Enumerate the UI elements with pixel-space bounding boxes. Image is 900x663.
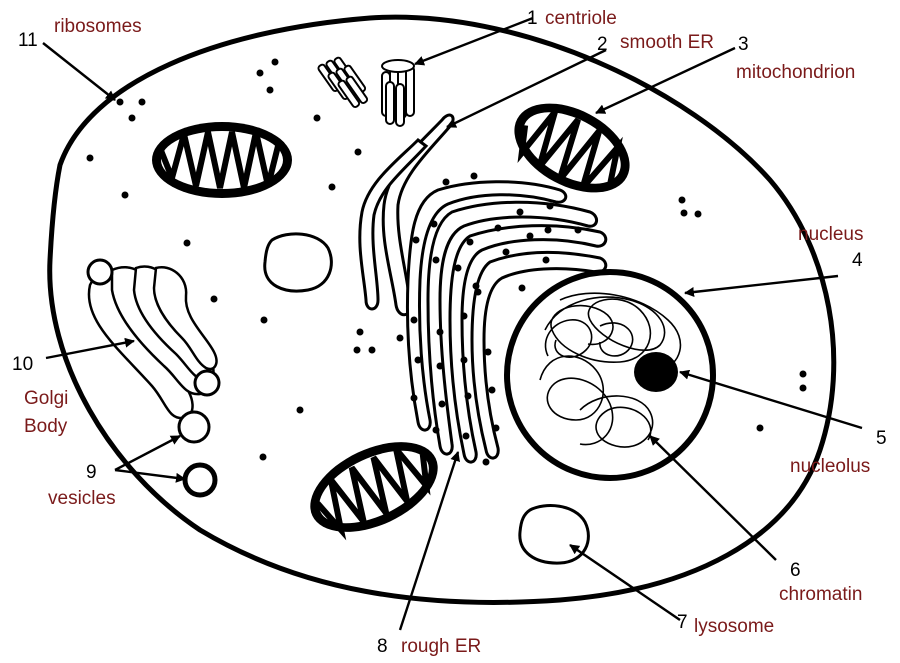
label-golgi-number: 10 [12, 354, 33, 375]
label-chromatin-name: chromatin [779, 584, 862, 605]
label-nucleolus-name: nucleolus [790, 456, 870, 477]
label-lysosome-name: lysosome [694, 616, 774, 637]
label-golgi-name-line1: Golgi [24, 388, 68, 409]
label-nucleus-number: 4 [852, 250, 863, 271]
label-nucleus-name: nucleus [798, 224, 864, 245]
label-smooth-er-number: 2 [597, 34, 608, 55]
label-vesicles-name: vesicles [48, 488, 116, 509]
label-rough-er-number: 8 [377, 636, 388, 657]
label-lysosome-number: 7 [677, 612, 688, 633]
nucleolus [634, 352, 678, 392]
label-mitochondrion-name: mitochondrion [736, 62, 855, 83]
nucleus [507, 272, 713, 478]
vacuole [265, 234, 332, 291]
label-centriole-name: centriole [545, 8, 617, 29]
pointer-ribosomes [43, 43, 115, 100]
label-mitochondrion-number: 3 [738, 34, 749, 55]
vesicle-at-membrane [185, 465, 215, 495]
mitochondrion-top-left [152, 122, 292, 198]
label-chromatin-number: 6 [790, 560, 801, 581]
label-nucleolus-number: 5 [876, 428, 887, 449]
label-rough-er-name: rough ER [401, 636, 481, 657]
label-vesicles-number: 9 [86, 462, 97, 483]
lysosome [520, 506, 589, 564]
label-ribosomes-name: ribosomes [54, 16, 142, 37]
centriole-right [382, 60, 414, 126]
label-smooth-er-name: smooth ER [620, 32, 714, 53]
label-golgi-name-line2: Body [24, 416, 68, 437]
label-centriole-number: 1 [527, 8, 538, 29]
label-ribosomes-number: 11 [18, 30, 38, 51]
